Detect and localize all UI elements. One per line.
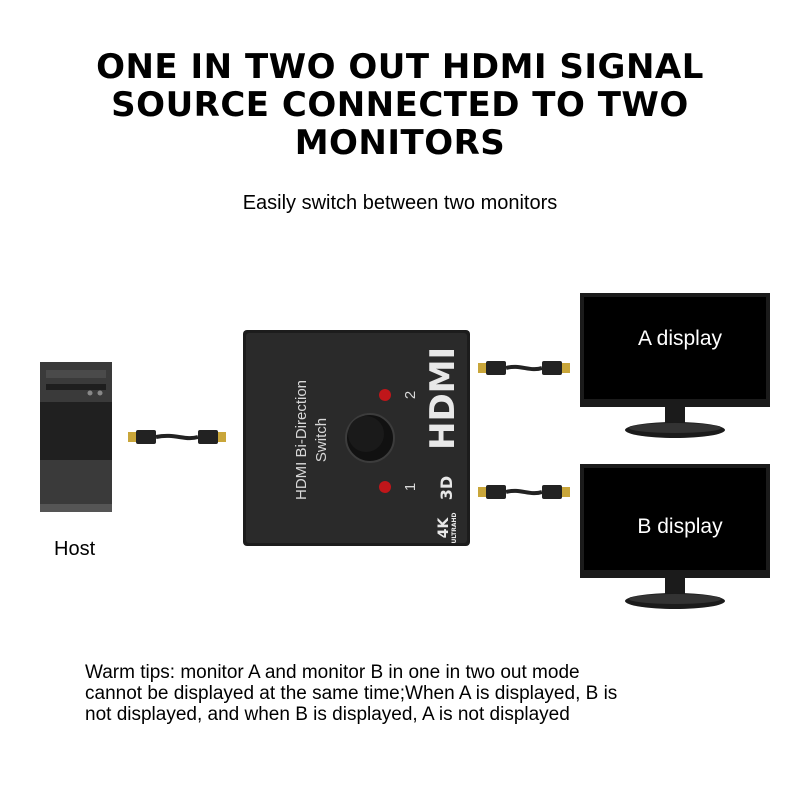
switch-label-line-1: HDMI Bi-Direction xyxy=(293,380,310,500)
hdmi-switch: HDMI Bi-Direction Switch 2 1 HDMI 3D 4K … xyxy=(243,330,470,546)
hdmi-cable-output-a xyxy=(478,361,570,375)
monitor-a: A display xyxy=(580,293,770,438)
monitor-b-label: B display xyxy=(637,515,723,538)
led-port-1 xyxy=(379,481,391,493)
badge-3d: 3D xyxy=(437,476,456,500)
badge-4k: 4K xyxy=(436,517,452,539)
hdmi-cable-output-b xyxy=(478,485,570,499)
host-computer xyxy=(40,362,112,512)
tips-line-3: not displayed, and when B is displayed, … xyxy=(85,704,570,725)
host-label: Host xyxy=(54,538,96,560)
port-1-label: 1 xyxy=(402,483,419,491)
port-2-label: 2 xyxy=(402,391,419,399)
subtitle: Easily switch between two monitors xyxy=(242,192,558,214)
title-line-3: MONITORS xyxy=(294,123,506,163)
monitor-b: B display xyxy=(580,464,770,609)
title-line-2: SOURCE CONNECTED TO TWO xyxy=(111,85,689,125)
tips-line-2: cannot be displayed at the same time;Whe… xyxy=(85,683,618,704)
led-port-2 xyxy=(379,389,391,401)
monitor-a-label: A display xyxy=(638,327,723,350)
switch-label-line-2: Switch xyxy=(313,418,330,462)
tips-line-1: Warm tips: monitor A and monitor B in on… xyxy=(85,662,580,683)
page-title: ONE IN TWO OUT HDMI SIGNAL SOURCE CONNEC… xyxy=(40,48,760,162)
warm-tips: Warm tips: monitor A and monitor B in on… xyxy=(85,662,725,725)
hdmi-cable-input xyxy=(128,430,226,444)
title-line-1: ONE IN TWO OUT HDMI SIGNAL xyxy=(96,47,704,87)
hdmi-logo: HDMI xyxy=(423,347,463,450)
badge-ultrahd: ULTRAHD xyxy=(451,512,458,543)
